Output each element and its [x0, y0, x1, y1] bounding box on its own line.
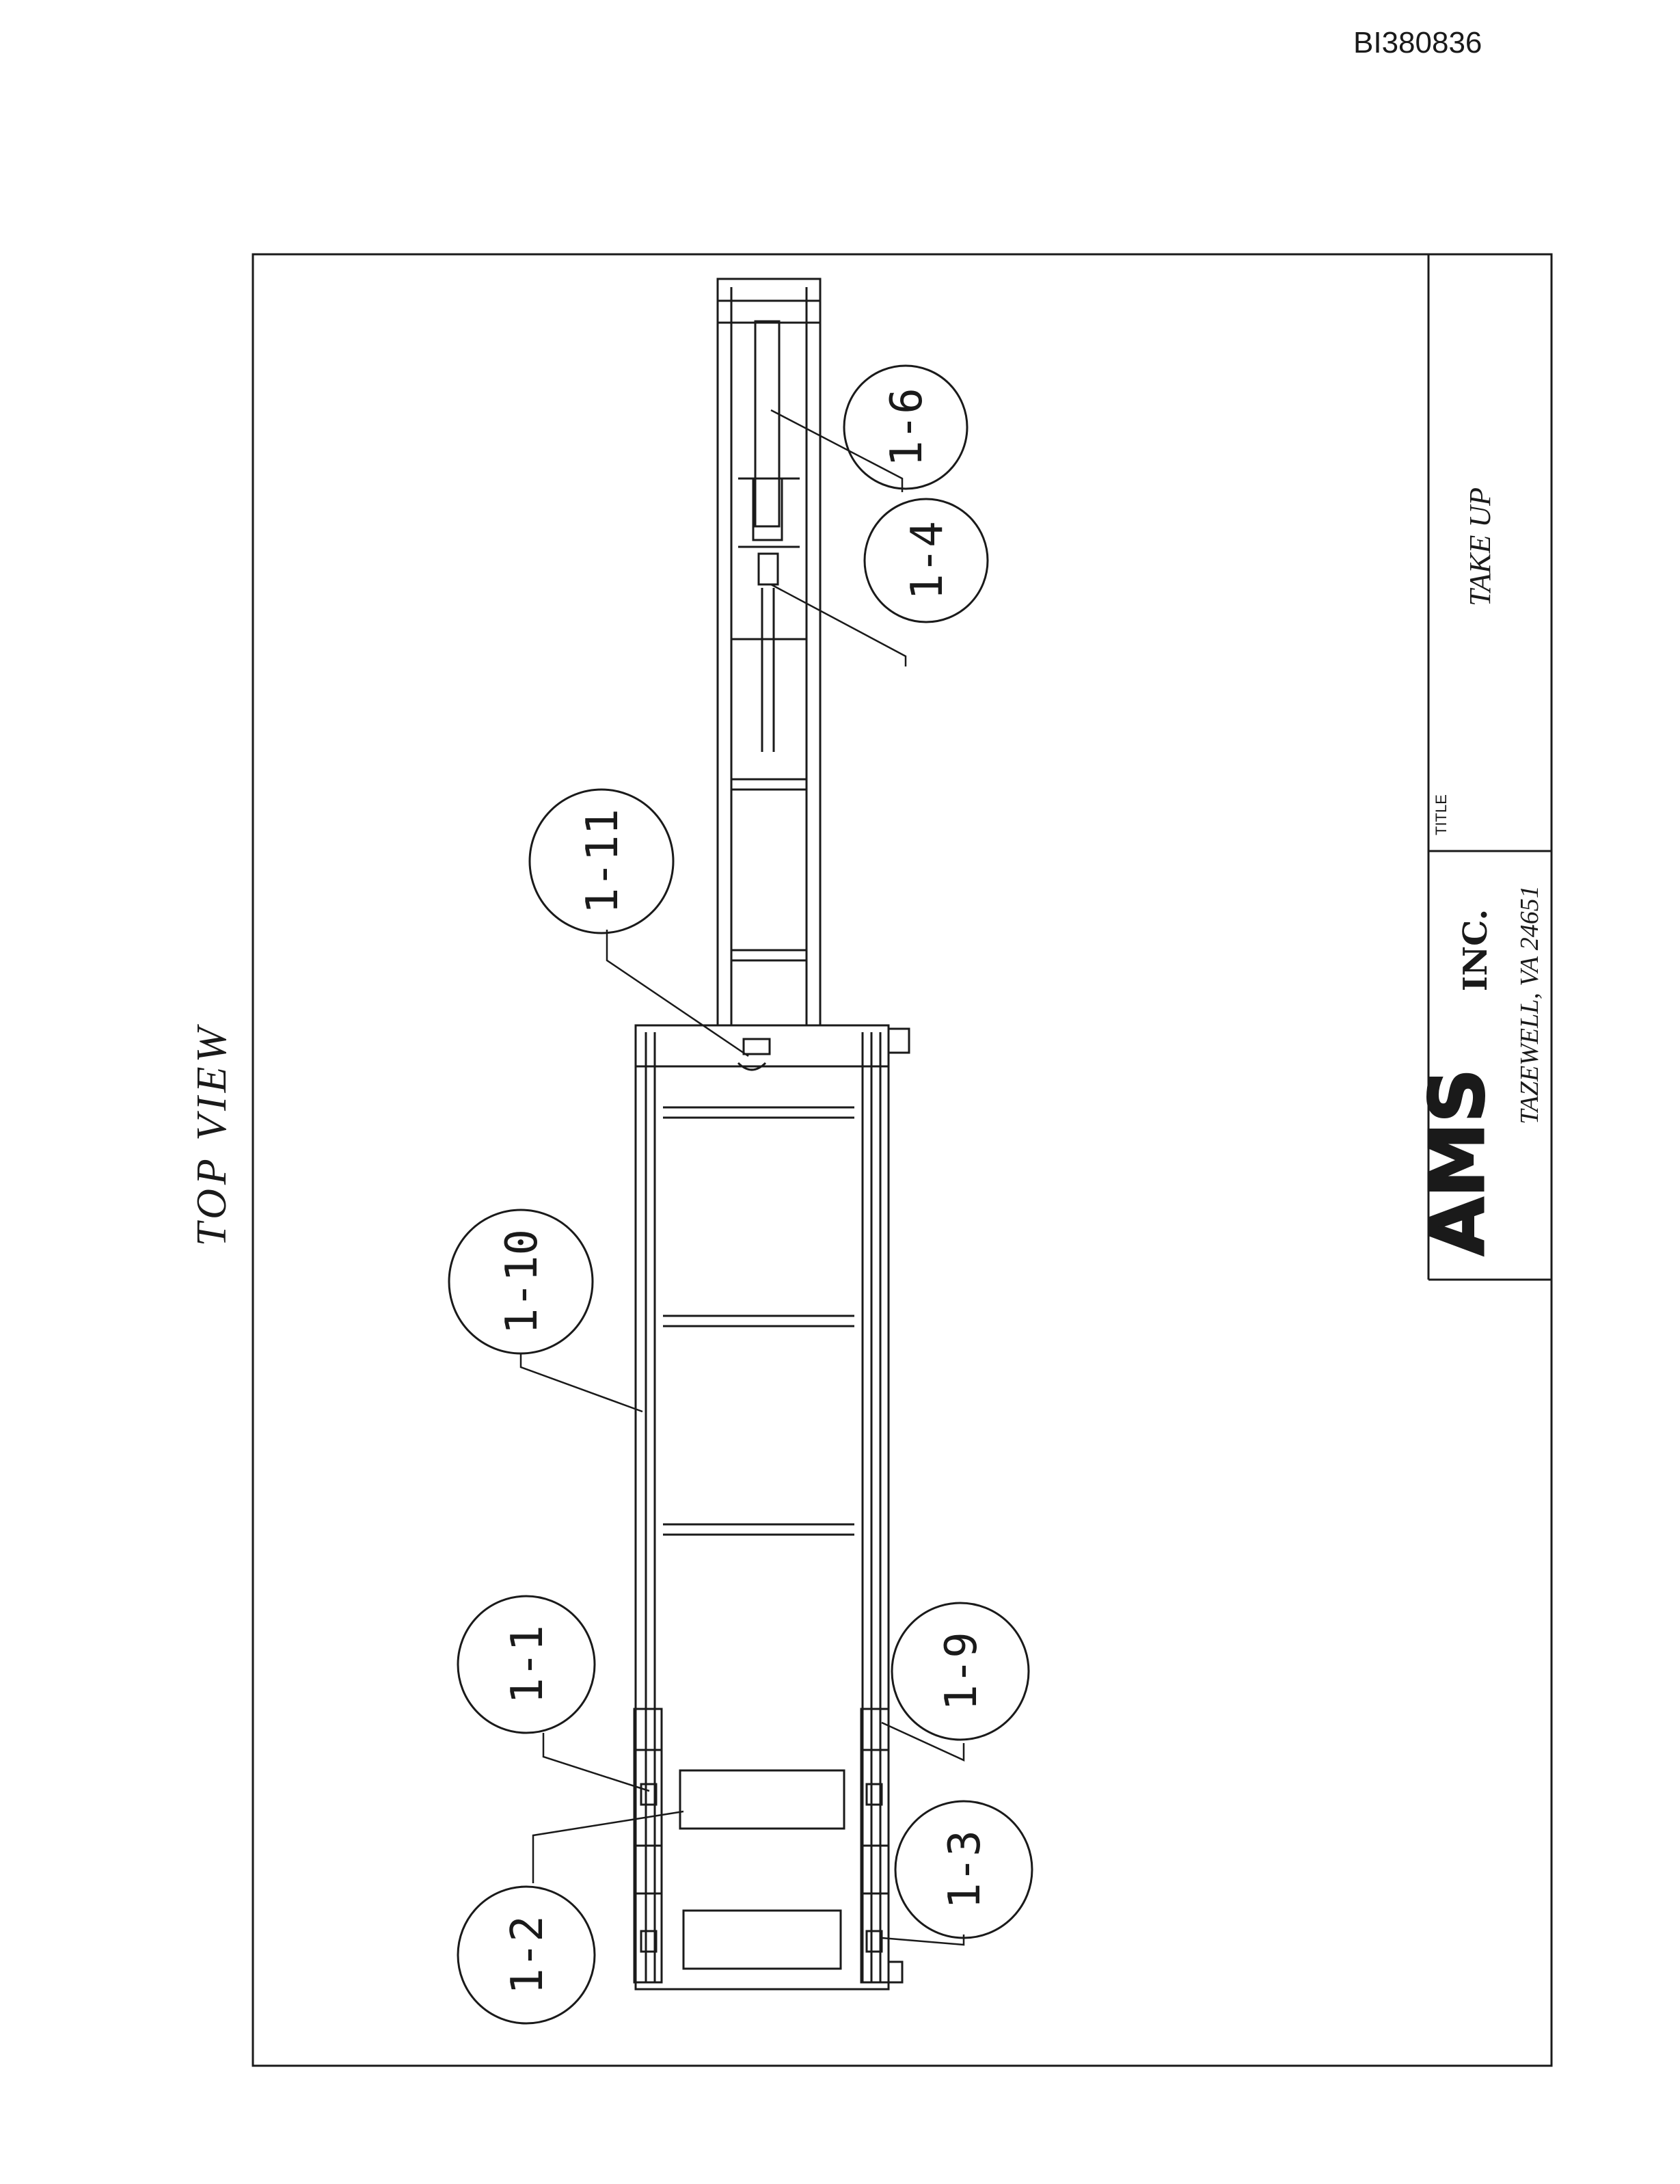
leader-1-6: [770, 409, 904, 492]
leader-1-1: [542, 1733, 650, 1792]
leader-1-2: [532, 1810, 684, 1883]
pulley-assemblies: [633, 1708, 904, 1984]
callout-1-1: 1-1: [457, 1595, 596, 1734]
callout-balloons: 1-6 1-4 1-11 1-10 1-1 1-2 1-9 1-3: [448, 364, 1033, 2025]
title-block: TITLE TAKE UP AMS INC. TAZEWELL, VA 2465…: [1413, 254, 1552, 1281]
callout-1-2: 1-2: [457, 1885, 596, 2025]
company-suffix: INC.: [1457, 909, 1495, 991]
leader-1-10: [519, 1353, 643, 1413]
callout-1-6: 1-6: [843, 364, 968, 490]
callout-label-1-6: 1-6: [882, 388, 932, 467]
main-frame: [634, 1024, 910, 1991]
view-label: TOP VIEW: [189, 1023, 235, 1246]
document-id: BI380836: [1353, 26, 1482, 59]
callout-label-1-11: 1-11: [578, 809, 628, 914]
company-logo: AMS: [1413, 1068, 1501, 1256]
callout-label-1-10: 1-10: [497, 1229, 547, 1334]
company-address: TAZEWELL, VA 24651: [1515, 885, 1544, 1124]
leader-1-9: [881, 1721, 965, 1762]
drawing-border: [252, 253, 1553, 2067]
callout-1-3: 1-3: [894, 1800, 1033, 1939]
callout-label-1-3: 1-3: [940, 1830, 990, 1909]
leader-1-11: [606, 930, 749, 1057]
callout-1-4: 1-4: [863, 498, 989, 623]
drawing-title: TAKE UP: [1463, 487, 1497, 606]
callout-label-1-9: 1-9: [936, 1632, 987, 1711]
leader-lines: [519, 409, 965, 1946]
callout-label-1-4: 1-4: [902, 521, 953, 600]
callout-1-10: 1-10: [448, 1209, 594, 1355]
callout-label-1-1: 1-1: [502, 1625, 553, 1704]
callout-1-11: 1-11: [528, 788, 675, 934]
callout-label-1-2: 1-2: [502, 1915, 553, 1995]
callout-1-9: 1-9: [891, 1602, 1030, 1741]
title-label: TITLE: [1433, 794, 1450, 835]
leader-1-4: [770, 583, 907, 666]
take-up-extension: [716, 278, 822, 1027]
